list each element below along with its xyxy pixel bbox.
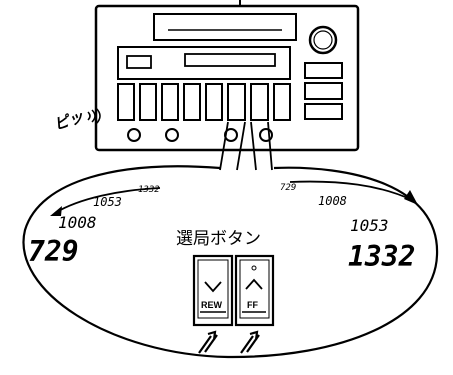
beep-sound-mark: ピッ — [52, 107, 101, 134]
right-arrow-head — [404, 190, 418, 205]
eject-button[interactable] — [126, 55, 152, 69]
right-arc-arrow — [289, 180, 413, 201]
left-freq-mid: 1008 — [58, 213, 97, 232]
preset-button-8[interactable] — [273, 83, 291, 121]
car-radio-unit — [94, 4, 360, 152]
tune-down-button[interactable] — [227, 83, 246, 121]
side-button-2[interactable] — [304, 82, 343, 100]
tuning-buttons: REW FF — [192, 254, 275, 327]
press-arrows — [198, 330, 260, 354]
left-freq-smallest: 1332 — [138, 185, 160, 195]
preset-button-2[interactable] — [139, 83, 157, 121]
side-button-1[interactable] — [304, 62, 343, 79]
right-readout-group: 729 1008 1053 1332 — [280, 180, 418, 273]
side-button-3[interactable] — [304, 103, 343, 120]
rew-label: REW — [201, 300, 223, 310]
left-readout-group: 1332 1053 1008 729 — [28, 185, 161, 268]
cassette-door — [153, 13, 297, 41]
chevron-down-icon — [204, 281, 222, 293]
ff-label: FF — [247, 300, 258, 310]
press-arrow-icon — [198, 330, 218, 354]
chevron-up-icon — [245, 278, 263, 290]
left-arrow-head — [50, 206, 62, 216]
press-arrow-icon — [240, 330, 260, 354]
right-freq-large: 1332 — [348, 240, 415, 273]
right-freq-mid: 1053 — [350, 216, 389, 235]
knob-1[interactable] — [127, 128, 141, 142]
preset-button-5[interactable] — [205, 83, 223, 121]
left-freq-small: 1053 — [93, 195, 122, 209]
tune-up-button[interactable] — [250, 83, 269, 121]
zoom-callout-lines — [219, 121, 273, 171]
ff-button[interactable] — [234, 254, 275, 327]
left-arc-arrow — [54, 187, 161, 214]
frequency-display — [184, 53, 276, 67]
indicator-dot-icon — [251, 265, 257, 271]
preset-button-1[interactable] — [117, 83, 135, 121]
right-freq-smallest: 729 — [280, 183, 296, 193]
preset-button-4[interactable] — [183, 83, 201, 121]
knob-2[interactable] — [165, 128, 179, 142]
tuning-button-caption: 選局ボタン — [176, 229, 261, 249]
preset-buttons — [117, 83, 291, 121]
preset-button-3[interactable] — [161, 83, 179, 121]
zoom-oval — [22, 165, 439, 359]
beep-text: ピッ — [52, 107, 87, 134]
right-freq-small: 1008 — [318, 194, 347, 208]
left-freq-large: 729 — [28, 235, 79, 268]
